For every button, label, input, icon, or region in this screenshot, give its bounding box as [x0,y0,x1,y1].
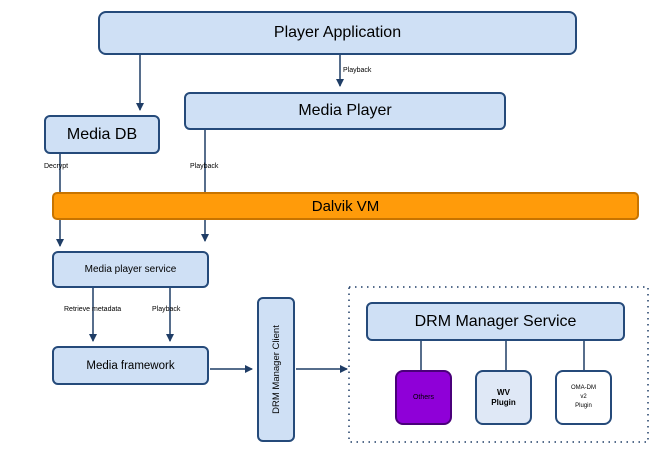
oma-dm-plugin-label-line3: Plugin [575,403,592,409]
dalvik-vm-label: Dalvik VM [311,197,380,215]
edge-label-playback-mid: Playback [190,163,219,170]
drm-manager-client-box: DRM Manager Client [257,297,295,442]
drm-manager-client-label: DRM Manager Client [270,325,282,414]
dalvik-vm-bar: Dalvik VM [52,192,639,220]
others-plugin-box: Others [395,370,452,425]
others-plugin-label: Others [412,394,434,401]
wv-plugin-label-line1: WV [497,387,510,397]
edge-label-retrieve-metadata: Retrieve metadata [64,306,122,313]
media-db-label: Media DB [66,125,138,143]
media-player-service-label: Media player service [84,264,177,275]
drm-manager-service-box: DRM Manager Service [366,302,625,341]
player-application-label: Player Application [273,24,402,41]
oma-dm-plugin-label-line2: v2 [580,394,587,400]
edge-label-playback-bottom: Playback [152,306,181,313]
edge-label-playback-top: Playback [343,67,372,74]
wv-plugin-box: WV Plugin [475,370,532,425]
oma-dm-plugin-box: OMA-DM v2 Plugin [555,370,612,425]
oma-dm-plugin-label-line1: OMA-DM [571,385,596,391]
wv-plugin-label-line2: Plugin [491,397,516,407]
drm-manager-service-label: DRM Manager Service [414,312,577,330]
media-player-service-box: Media player service [52,251,209,288]
media-player-label: Media Player [298,102,392,119]
edge-label-decrypt: Decrypt [44,163,69,170]
player-application-box: Player Application [98,11,577,55]
media-db-box: Media DB [44,115,160,154]
media-framework-label: Media framework [86,359,175,372]
media-player-box: Media Player [184,92,506,130]
media-framework-box: Media framework [52,346,209,385]
